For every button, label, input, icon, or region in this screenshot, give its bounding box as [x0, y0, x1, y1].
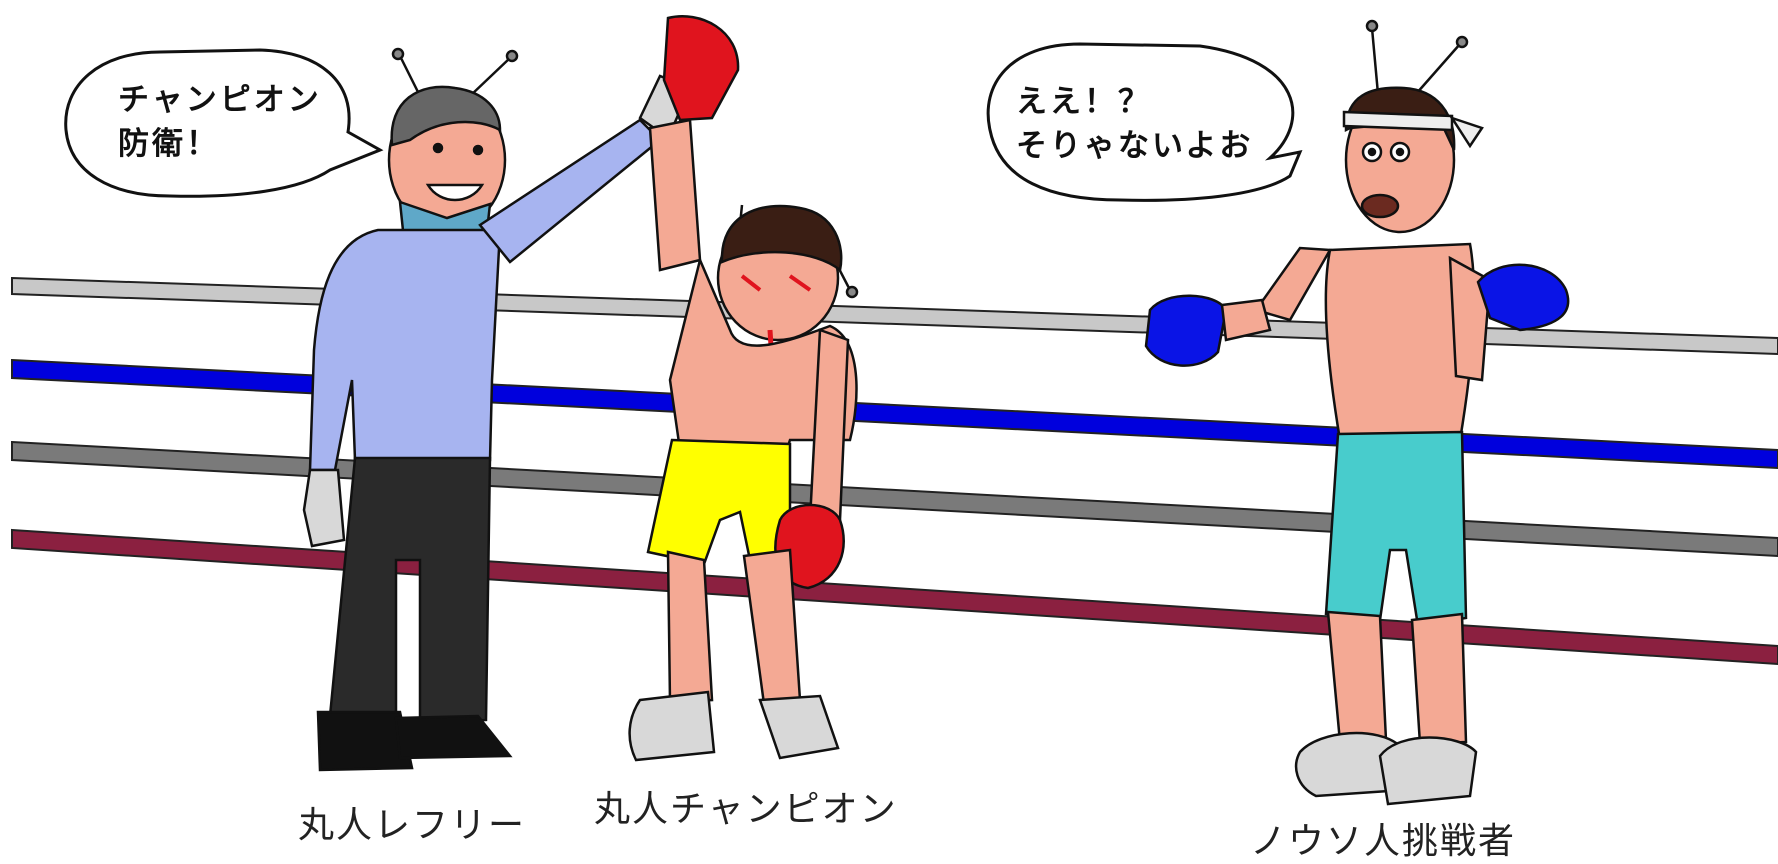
speech-bubble-challenger	[986, 42, 1303, 202]
referee-speech-line2: 防衛！	[118, 126, 220, 162]
challenger-speech-line1: ええ！？	[1016, 84, 1152, 120]
champion-figure	[628, 15, 859, 762]
speech-bubble-referee	[64, 48, 384, 198]
referee-caption: 丸人レフリー	[298, 805, 527, 846]
rope-gray	[11, 440, 1778, 558]
challenger-figure	[1144, 19, 1570, 806]
referee-speech-text: チャンピオン 防衛！	[118, 78, 322, 166]
referee-figure	[302, 47, 692, 772]
referee-speech-line1: チャンピオン	[118, 82, 322, 118]
challenger-caption: ノウソ人挑戦者	[1250, 821, 1517, 862]
rope-blue	[11, 358, 1778, 470]
challenger-speech-text: ええ！？ そりゃないよお	[1016, 80, 1253, 168]
ring-ropes	[11, 276, 1778, 666]
challenger-speech-line2: そりゃないよお	[1016, 128, 1254, 164]
rope-maroon	[11, 528, 1778, 666]
champion-caption: 丸人チャンピオン	[594, 789, 898, 830]
